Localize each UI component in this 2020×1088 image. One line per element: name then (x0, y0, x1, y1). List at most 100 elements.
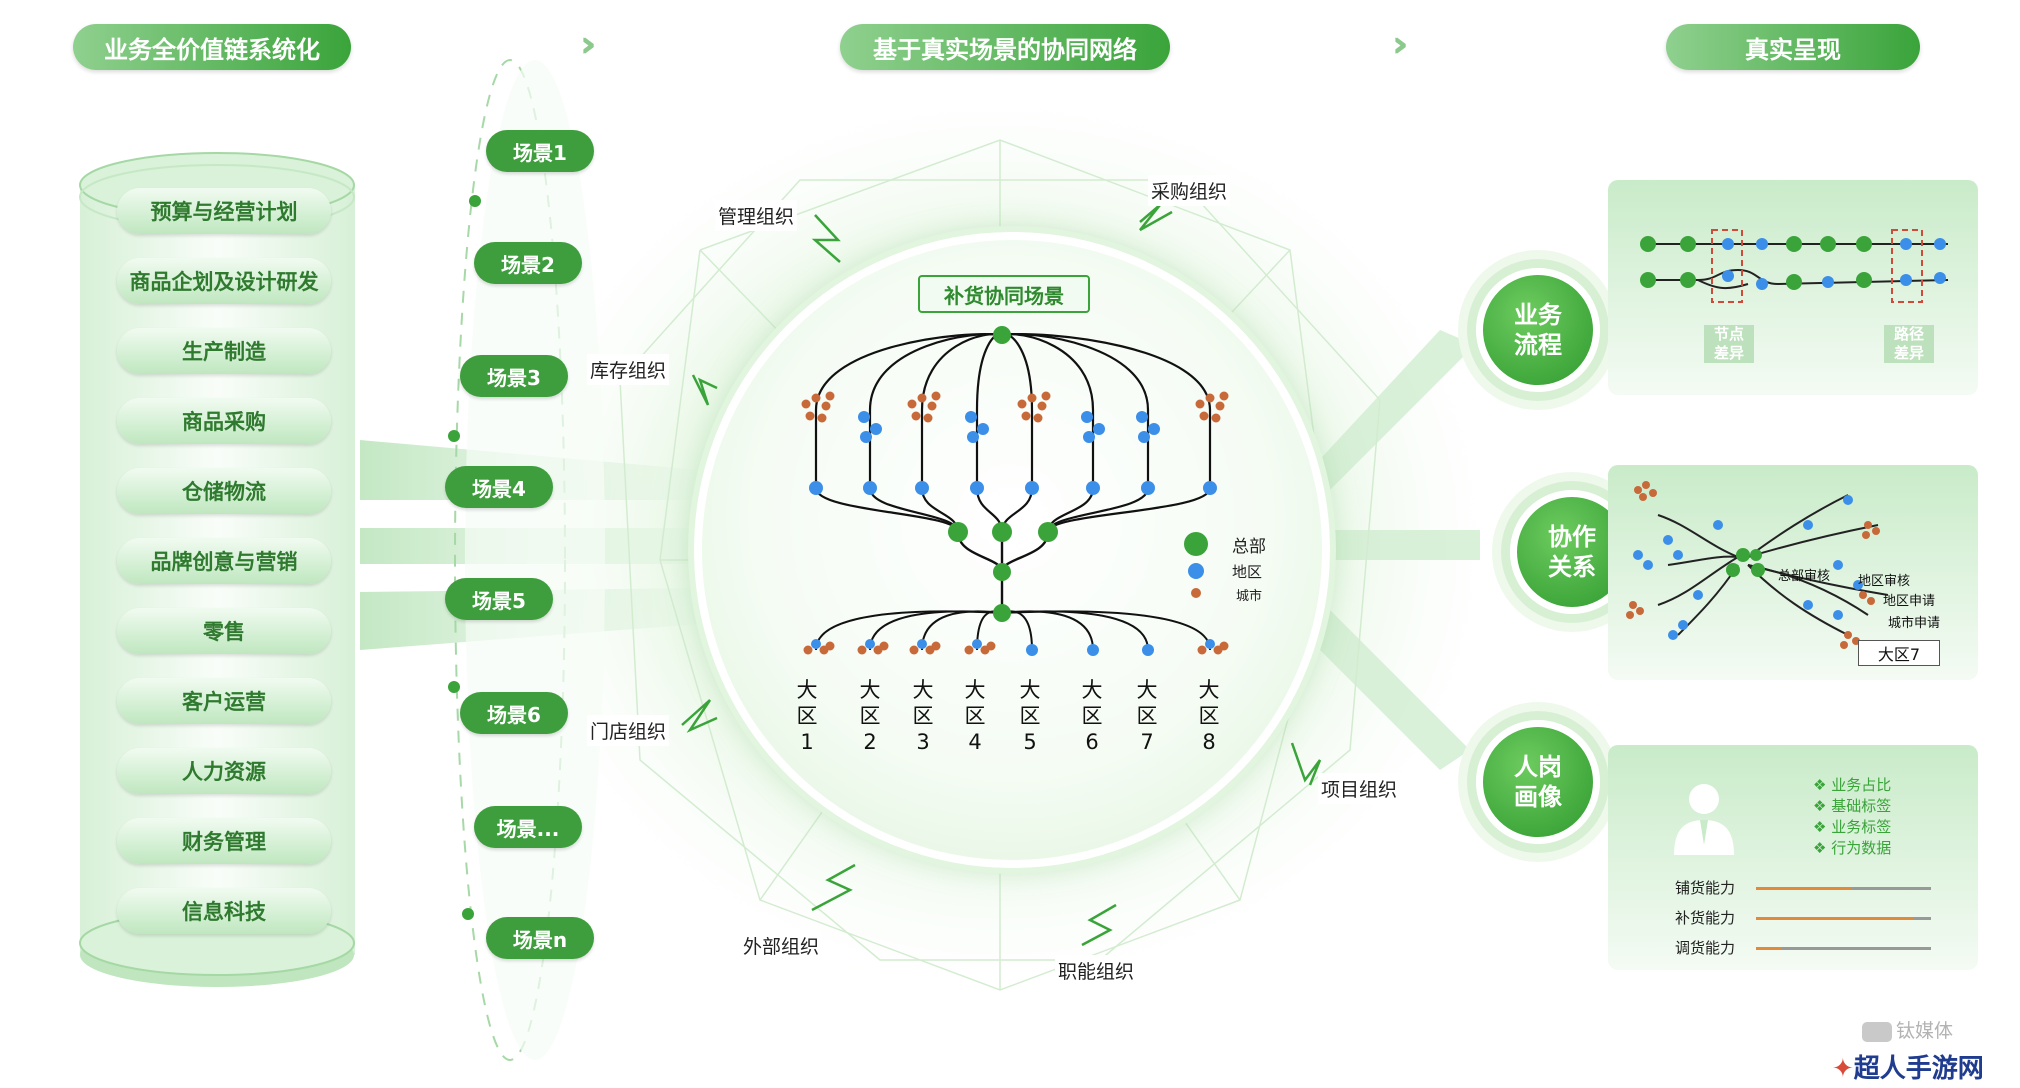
legend-hq-label: 总部 (1232, 537, 1266, 557)
scene-pill: 场景5 (445, 578, 553, 620)
region-node (1203, 481, 1217, 495)
chevron-right-icon: ››› (1392, 24, 1406, 65)
region-node (1148, 423, 1160, 435)
city-node (907, 399, 917, 409)
city-node (1037, 401, 1047, 411)
city-node (911, 411, 921, 421)
scene-pill: 场景1 (486, 130, 594, 172)
legend-hq-marker (1184, 532, 1208, 556)
tree-link (868, 487, 960, 533)
city-node (1219, 391, 1229, 401)
org-label-store: 门店组织 (587, 715, 670, 746)
diamond-icon: ❖ (1813, 818, 1832, 836)
region-node (970, 481, 984, 495)
region-node (977, 423, 989, 435)
region-node (1026, 644, 1038, 656)
city-node (1199, 411, 1209, 421)
tree-link (1001, 333, 1212, 488)
process-diff-panel: 节点差异 路径差异 (1608, 180, 1978, 395)
city-node (1219, 641, 1229, 651)
value-chain-item: 仓储物流 (117, 468, 331, 514)
value-chain-item: 财务管理 (117, 818, 331, 864)
hq-node (993, 604, 1011, 622)
city-node (879, 641, 889, 651)
legend-city-marker (1191, 588, 1201, 598)
city-node (1041, 391, 1051, 401)
legend-markers (1184, 532, 1208, 598)
profile-tag: ❖ 业务占比 ❖ 基础标签 ❖ 业务标签 ❖ 行为数据 (1813, 776, 1892, 857)
region-node (1138, 431, 1150, 443)
tree-link (1001, 333, 1095, 488)
value-chain-item: 人力资源 (117, 748, 331, 794)
city-node (931, 641, 941, 651)
city-node (909, 645, 919, 655)
org-label-external: 外部组织 (740, 930, 823, 961)
legend-region-label: 地区 (1232, 563, 1263, 581)
org-label-management: 管理组织 (715, 200, 798, 231)
business-process-circle: 业务流程 (1476, 268, 1600, 392)
replenishment-tree (801, 326, 1229, 656)
region-node (858, 411, 870, 423)
city-node (923, 413, 933, 423)
region-node (1136, 411, 1148, 423)
tree-link (814, 333, 1003, 488)
node-diff-label: 节点差异 (1704, 325, 1754, 363)
city-node (801, 399, 811, 409)
region-node (863, 481, 877, 495)
city-node (811, 393, 821, 403)
city-node (1017, 399, 1027, 409)
tree-link (975, 333, 1003, 488)
value-chain-item: 零售 (117, 608, 331, 654)
region-node (1081, 411, 1093, 423)
scene-pill: 场景4 (445, 466, 553, 508)
tree-link (1046, 487, 1150, 533)
diamond-icon: ❖ (1813, 776, 1832, 794)
scene-pill: 场景3 (460, 355, 568, 397)
skill-bar-fill (1756, 947, 1783, 950)
region-node (809, 481, 823, 495)
city-node (1197, 645, 1207, 655)
city-node (1021, 411, 1031, 421)
role-profile-circle: 人岗画像 (1476, 720, 1600, 844)
city-node (931, 391, 941, 401)
tree-link (1001, 333, 1034, 488)
region-node (860, 431, 872, 443)
region-node (965, 411, 977, 423)
region-node (1205, 639, 1215, 649)
value-chain-item: 预算与经营计划 (117, 188, 331, 234)
value-chain-item: 品牌创意与营销 (117, 538, 331, 584)
watermark-bottom: ✦超人手游网 (1832, 1054, 1984, 1084)
hq-node (992, 522, 1012, 542)
skill-bar-fill (1756, 917, 1914, 920)
watermark-top: 钛媒体 (1862, 1016, 1953, 1043)
city-node (805, 411, 815, 421)
region-node (1141, 481, 1155, 495)
city-node (1211, 413, 1221, 423)
scene-pill: 场景2 (474, 242, 582, 284)
org-label-inventory: 库存组织 (587, 354, 670, 385)
region-node (917, 639, 927, 649)
legend-city-label: 城市 (1236, 589, 1263, 604)
city-node (825, 641, 835, 651)
hq-node (993, 563, 1011, 581)
tmt-logo-icon (1862, 1021, 1892, 1042)
compass-logo-icon: ✦ (1832, 1054, 1854, 1084)
skill-label: 铺货能力 (1675, 879, 1736, 897)
skill-label: 补货能力 (1675, 909, 1736, 927)
region-node (1087, 644, 1099, 656)
city-node (1033, 413, 1043, 423)
city-node (825, 391, 835, 401)
region-node (1093, 423, 1105, 435)
tree-link (1001, 610, 1211, 651)
value-chain-item: 信息科技 (117, 888, 331, 934)
value-chain-item: 商品企划及设计研发 (117, 258, 331, 304)
city-node (803, 645, 813, 655)
city-node (1215, 401, 1225, 411)
skill-bar-track (1756, 887, 1931, 890)
header-real-presentation: 真实呈现 (1666, 24, 1920, 70)
scene-pill: 场景6 (460, 692, 568, 734)
hq-node (1038, 522, 1058, 542)
value-chain-item: 商品采购 (117, 398, 331, 444)
